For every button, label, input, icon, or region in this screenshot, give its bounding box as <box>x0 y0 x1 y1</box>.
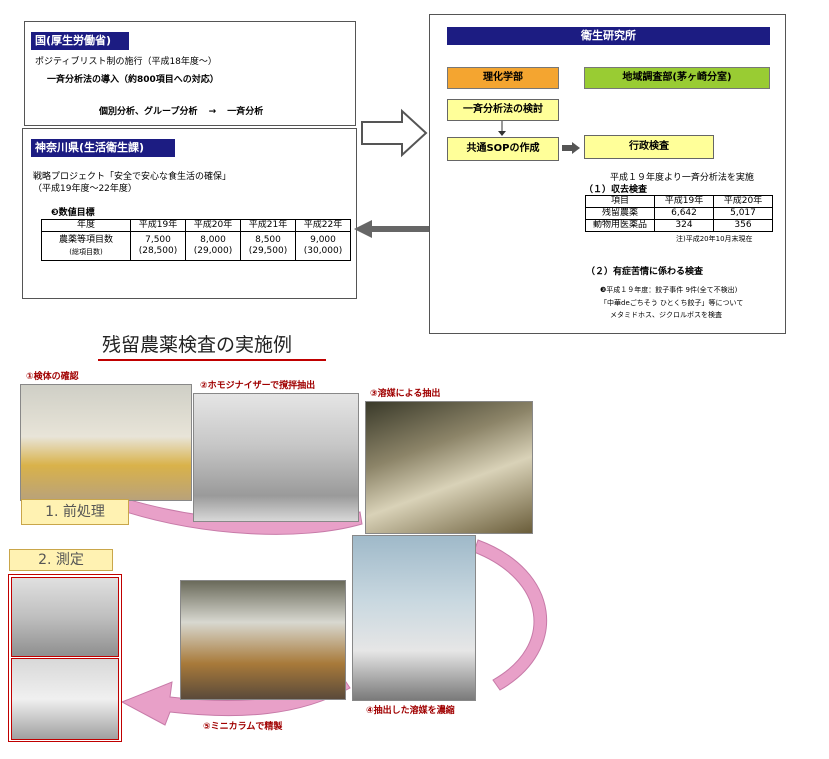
step5-label: ⑤ミニカラムで精製 <box>203 722 283 732</box>
step4-label: ④抽出した溶媒を濃縮 <box>366 706 455 716</box>
target-cell: 8,000(29,000) <box>185 231 241 261</box>
title-underline <box>98 359 326 361</box>
target-row-label: 農薬等項目数 (総項目数) <box>41 231 131 261</box>
step-gyosei: 行政検査 <box>584 135 714 159</box>
s2-line2: 「中華deごちそう ひとくち餃子」等について <box>600 299 744 307</box>
photo-minicolumn <box>180 580 346 700</box>
national-line3a: 個別分析、グループ分析 <box>99 107 198 117</box>
prefecture-line2: （平成19年度～22年度） <box>33 184 137 194</box>
target-total: (28,500) <box>138 246 178 256</box>
prefecture-box: 神奈川県(生活衛生課) 戦略プロジェクト「安全で安心な食生活の確保」 （平成19… <box>22 128 357 299</box>
instrument-frame <box>8 574 122 742</box>
example-title: 残留農薬検査の実施例 <box>102 334 293 356</box>
target-total: (29,500) <box>248 246 288 256</box>
target-value: 7,500 <box>145 235 171 245</box>
target-cell: 8,500(29,500) <box>240 231 296 261</box>
photo-instrument-top <box>11 577 119 657</box>
step2-label: ②ホモジナイザーで撹拌抽出 <box>200 381 316 391</box>
national-arrow: → <box>208 107 217 117</box>
s2-line3: メタミドホス、ジクロルボスを検査 <box>610 311 722 319</box>
s2-line1: ❸平成１９年度：餃子事件 9件(全て不検出) <box>600 286 738 294</box>
national-line1: ポジティブリスト制の施行（平成18年度～） <box>35 57 217 67</box>
institute-note: 平成１９年度より一斉分析法を実施 <box>610 173 754 183</box>
step1-label: ①検体の確認 <box>26 372 79 382</box>
section2-heading: （２）有症苦情に係わる検査 <box>586 267 704 277</box>
target-row-sub: (総項目数) <box>69 248 103 256</box>
national-line3: 個別分析、グループ分析 → 一斉分析 <box>99 106 263 118</box>
dept-kagaku: 理化学部 <box>447 67 559 89</box>
national-line3b: 一斉分析 <box>227 107 264 117</box>
step-sop: 共通SOPの作成 <box>447 137 559 161</box>
photo-homogenizer <box>193 393 359 522</box>
institute-title: 衛生研究所 <box>447 27 770 45</box>
national-title: 国(厚生労働省) <box>31 32 129 50</box>
right-arrow <box>562 142 580 154</box>
photo-solvent-extraction <box>365 401 533 534</box>
prefecture-title: 神奈川県(生活衛生課) <box>31 139 175 157</box>
photo-instrument-bottom <box>11 658 119 740</box>
national-line2: 一斉分析法の導入（約800項目への対応） <box>47 75 219 85</box>
step-kento: 一斉分析法の検討 <box>447 99 559 121</box>
target-value: 8,500 <box>255 235 281 245</box>
step3-label: ③溶媒による抽出 <box>370 389 441 399</box>
insp-cell: 324 <box>654 219 714 232</box>
prefecture-line1: 戦略プロジェクト「安全で安心な食生活の確保」 <box>33 172 232 182</box>
target-total: (30,000) <box>303 246 343 256</box>
down-arrow <box>498 121 506 136</box>
photo-concentrate <box>352 535 476 701</box>
target-row-main: 農薬等項目数 <box>58 235 113 245</box>
institute-box: 衛生研究所 理化学部 地域調査部(茅ヶ崎分室) 一斉分析法の検討 共通SOPの作… <box>429 14 786 334</box>
photo-sample-check <box>20 384 192 501</box>
insp-cell: 356 <box>713 219 773 232</box>
inspection-footnote: 注)平成20年10月末現在 <box>676 235 753 243</box>
stage-measurement: 2. 測定 <box>9 549 113 571</box>
target-cell: 7,500(28,500) <box>130 231 186 261</box>
target-total: (29,000) <box>193 246 233 256</box>
section1-heading: （１）収去検査 <box>584 185 648 195</box>
target-value: 8,000 <box>200 235 226 245</box>
target-heading: ❸数値目標 <box>51 208 95 218</box>
target-cell: 9,000(30,000) <box>295 231 351 261</box>
target-table: 年度 平成19年 平成20年 平成21年 平成22年 農薬等項目数 (総項目数)… <box>41 219 351 261</box>
national-box: 国(厚生労働省) ポジティブリスト制の施行（平成18年度～） 一斉分析法の導入（… <box>24 21 356 126</box>
inspection-table: 項目 平成19年 平成20年 残留農薬 6,642 5,017 動物用医薬品 3… <box>585 195 773 232</box>
dept-chiiki: 地域調査部(茅ヶ崎分室) <box>584 67 770 89</box>
target-value: 9,000 <box>310 235 336 245</box>
stage-pretreatment: 1. 前処理 <box>21 499 129 525</box>
hollow-right-arrow <box>361 108 428 158</box>
